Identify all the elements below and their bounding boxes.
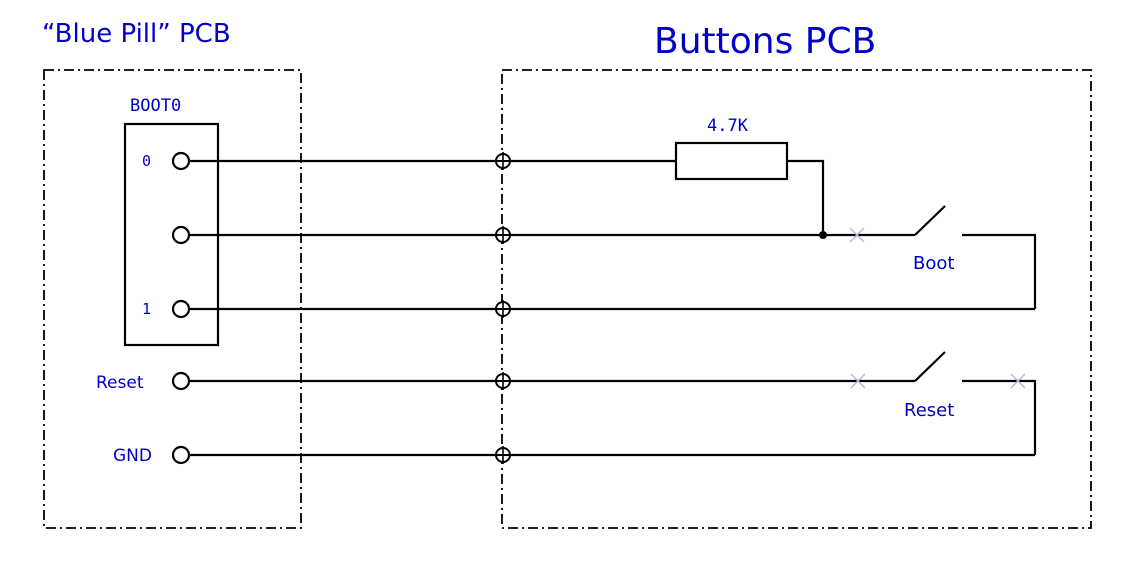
connector-terminal-5 bbox=[495, 446, 511, 464]
pin-1-label: 1 bbox=[142, 300, 151, 318]
header-pin-mid-terminal bbox=[171, 225, 191, 245]
blue-pill-title: “Blue Pill” PCB bbox=[42, 19, 231, 49]
resistor-label: 4.7K bbox=[707, 116, 749, 136]
header-pin-1-terminal bbox=[171, 299, 191, 319]
reset-switch-return bbox=[962, 379, 1037, 455]
gnd-pin-terminal bbox=[171, 445, 191, 465]
connector-terminal-2 bbox=[495, 226, 511, 244]
resistor-body bbox=[674, 141, 789, 181]
buttons-pcb-title: Buttons PCB bbox=[654, 21, 876, 62]
reset-switch-x-mark-left bbox=[850, 373, 866, 389]
resistor-lead-right bbox=[787, 159, 825, 235]
reset-switch-label: Reset bbox=[904, 400, 954, 421]
connector-terminal-1 bbox=[495, 152, 511, 170]
reset-pin-terminal bbox=[171, 371, 191, 391]
buttons-board-outline bbox=[501, 69, 1092, 529]
pin-0-label: 0 bbox=[142, 152, 151, 170]
connector-terminal-3 bbox=[495, 300, 511, 318]
boot-switch-x-mark bbox=[849, 227, 865, 243]
reset-switch-x-mark-right bbox=[1010, 373, 1026, 389]
reset-pin-label: Reset bbox=[96, 373, 144, 393]
blue-pill-board-outline bbox=[43, 69, 302, 529]
boot-switch-lever bbox=[914, 205, 946, 236]
header-pin-0-terminal bbox=[171, 151, 191, 171]
junction-dot bbox=[819, 231, 827, 239]
boot-switch-label: Boot bbox=[913, 253, 954, 274]
connector-terminal-4 bbox=[495, 372, 511, 390]
boot-switch-return bbox=[962, 233, 1037, 309]
reset-switch-lever bbox=[914, 351, 946, 382]
boot0-label: BOOT0 bbox=[130, 96, 181, 116]
gnd-pin-label: GND bbox=[113, 446, 152, 466]
